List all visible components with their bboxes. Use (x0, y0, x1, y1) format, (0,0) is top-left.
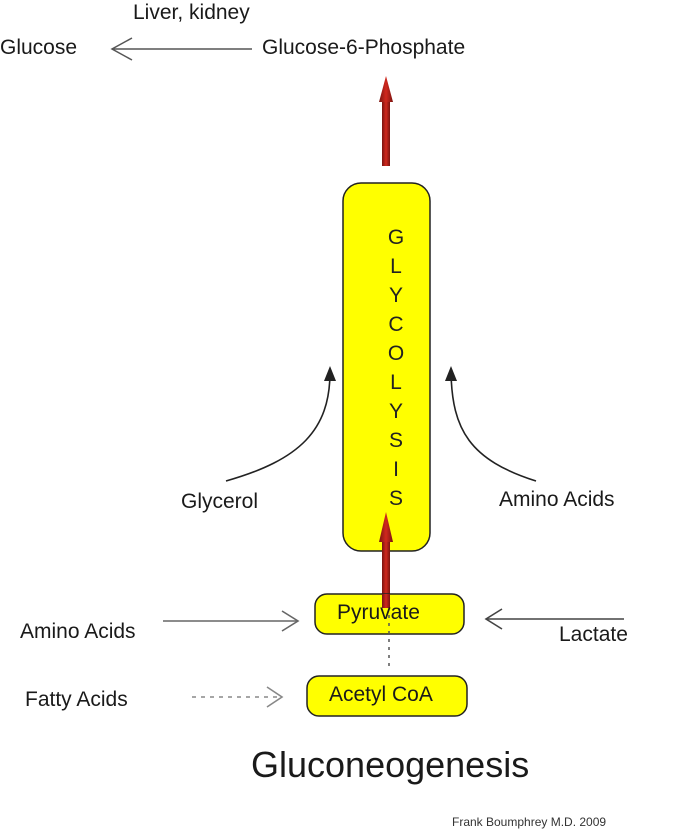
lactate-label: Lactate (559, 623, 628, 646)
credit-label: Frank Boumphrey M.D. 2009 (452, 815, 607, 829)
lactate-to-pyruvate-arrow (484, 608, 624, 630)
glycolysis-letter: Y (388, 284, 403, 307)
pyruvate-label: Pyruvate (337, 601, 420, 624)
pyruvate-red-bar (382, 594, 390, 608)
glycolysis-to-g6p-arrow (379, 76, 393, 166)
glycolysis-letter: G (387, 226, 405, 249)
glycolysis-letter: C (388, 313, 404, 336)
amino-acids-to-pyruvate-arrow (163, 610, 300, 632)
acetyl-coa-box (306, 675, 468, 717)
fatty-acids-dotted-arrow (192, 686, 284, 708)
glycerol-label: Glycerol (181, 490, 259, 513)
g6p-to-glucose-arrow (110, 37, 252, 61)
amino-acids-curved-arrow (445, 366, 537, 482)
glycolysis-letter: O (387, 342, 405, 365)
glycolysis-letter: L (390, 255, 402, 278)
acetyl-coa-label: Acetyl CoA (329, 683, 433, 706)
fatty-acids-label: Fatty Acids (25, 688, 128, 711)
glycolysis-letter: I (393, 458, 399, 481)
pyruvate-to-glycolysis-arrow (379, 512, 393, 606)
amino-acids-left-label: Amino Acids (20, 620, 136, 643)
glycerol-curved-arrow (225, 366, 336, 482)
glucose-6-phosphate-label: Glucose-6-Phosphate (262, 36, 466, 59)
glucose-label: Glucose (0, 36, 78, 59)
glycolysis-letter: S (388, 487, 403, 510)
glycolysis-letter: S (388, 429, 403, 452)
glycolysis-letter: L (390, 371, 402, 394)
glycolysis-letter: Y (388, 400, 403, 423)
amino-acids-right-label: Amino Acids (499, 488, 615, 511)
title-label: Gluconeogenesis (251, 744, 530, 785)
liver-kidney-label: Liver, kidney (133, 1, 250, 24)
